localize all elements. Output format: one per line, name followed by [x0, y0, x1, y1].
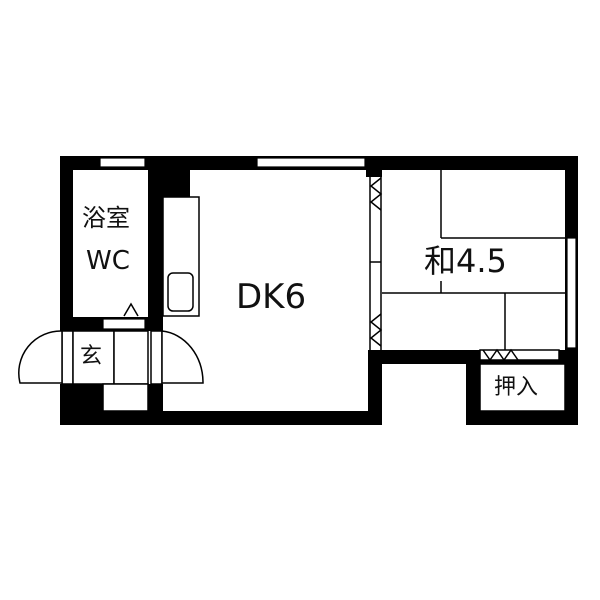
- room-label-entrance: 玄: [80, 344, 103, 369]
- room-label-dk: DK6: [236, 277, 307, 317]
- front-door-swing: [18, 330, 63, 384]
- sliding-doors: [366, 170, 383, 350]
- bath-label: 浴室: [82, 204, 130, 232]
- wc-label: WC: [86, 246, 130, 276]
- room-label-washitsu: 和4.5: [424, 242, 507, 280]
- kitchen-counter: [162, 196, 200, 317]
- dk-window: [256, 157, 366, 168]
- tatami-lines: [382, 170, 565, 350]
- closet-doors: [479, 348, 566, 412]
- entrance: [18, 330, 204, 412]
- room-label-closet: 押入: [494, 375, 539, 400]
- washitsu-window: [566, 237, 577, 349]
- bath-window: [99, 157, 146, 168]
- dk-door-swing: [161, 330, 204, 384]
- bath-door-marker: [123, 302, 139, 317]
- sink: [167, 272, 194, 312]
- windows: [99, 157, 577, 349]
- bath-door-sill: [102, 318, 146, 330]
- room-label-bath: 浴室 WC: [82, 206, 130, 274]
